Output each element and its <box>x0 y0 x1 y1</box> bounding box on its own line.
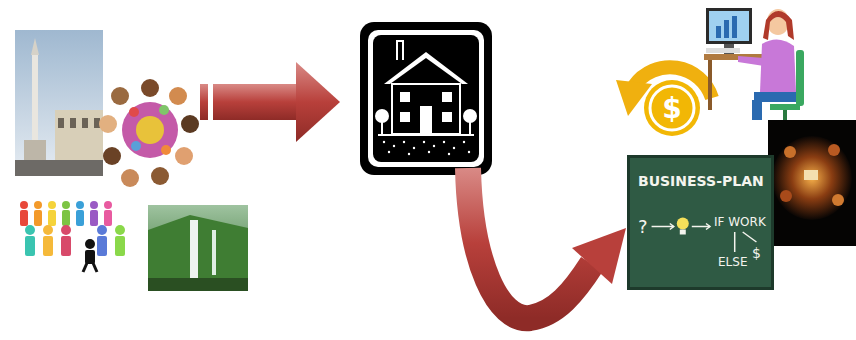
label-slot: $ <box>662 92 681 125</box>
lightbulb-base <box>680 230 686 235</box>
lightbulb <box>677 218 689 230</box>
city-photo <box>15 30 103 176</box>
text-slot: ELSE <box>718 252 747 270</box>
curved-arrow <box>468 168 626 318</box>
waterfall-photo <box>148 205 248 291</box>
chalk-branch <box>734 232 736 252</box>
chalk-arrow <box>692 226 710 228</box>
text-slot: BUSINESS-PLAN <box>638 172 764 190</box>
crowd-figures <box>20 201 125 272</box>
chalk-arrowhead <box>670 224 674 230</box>
board-note: $ <box>752 245 761 261</box>
chalkboard: BUSINESS-PLAN? IF WORK ELSE $ <box>627 155 774 290</box>
people-circle <box>99 79 199 187</box>
coin-symbol: $ <box>662 92 681 125</box>
chalk-arrowhead <box>706 224 710 230</box>
board-note: ELSE <box>718 255 747 269</box>
chalk-arrow <box>652 226 674 228</box>
chalk-branch <box>743 232 757 242</box>
board-heading: BUSINESS-PLAN <box>638 173 764 189</box>
flow-arrow <box>200 62 340 142</box>
text-slot: ? <box>638 216 648 237</box>
board-note: ? <box>638 216 648 237</box>
meeting-photo <box>768 120 856 246</box>
text-slot: IF WORK <box>714 212 766 230</box>
text-slot: $ <box>752 244 761 262</box>
board-note: IF WORK <box>714 215 766 229</box>
money-cycle-arrow <box>616 67 712 136</box>
house-icon <box>360 22 492 175</box>
computer-user <box>704 8 804 122</box>
